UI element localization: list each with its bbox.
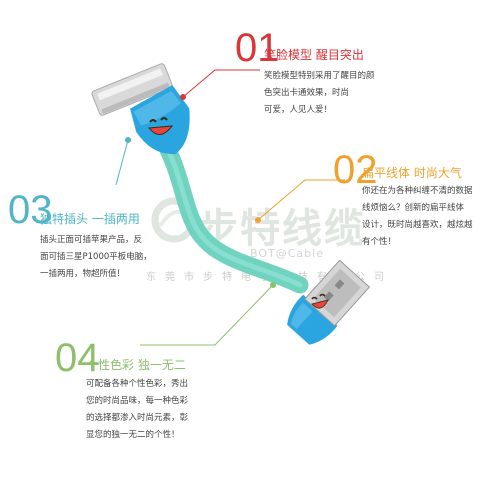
callout-line-03 [115,139,129,186]
feature-01-line: 色突出卡通效果，时尚 [264,88,350,98]
feature-04-title: 个性色彩 独一无二 [86,358,186,372]
feature-02-line: 有个性！ [362,237,397,247]
feature-02-title: 扁平线体 时尚大气 [362,166,462,180]
feature-02-description: 你还在为各种纠缠不清的数据 线烦恼么？创新的扁平线体 设计，既时尚越喜欢，越炫越… [362,183,473,251]
dock-connector [91,63,190,155]
feature-03-line: 面可插三星P1000平板电脑， [40,252,152,262]
feature-04-description: 可配备各种个性色彩，秀出 您的时尚品味，每一种色彩 的选择都渗入时尚元素，彰 显… [86,376,188,444]
feature-04-number: 04 [55,336,100,380]
feature-02-number: 02 [333,148,378,192]
feature-03-line: 插头正面可插苹果产品，反 [40,235,143,245]
feature-02-line: 线烦恼么？创新的扁平线体 [362,203,465,213]
feature-04-line: 显您的独一无二的个性！ [86,430,180,440]
feature-01-title: 笑脸模型 醒目突出 [264,48,364,62]
callout-line-02 [257,179,345,221]
feature-02-line: 设计，既时尚越喜欢，越炫越 [362,220,473,230]
callout-line-04 [140,284,274,346]
feature-03-number: 03 [8,188,53,232]
smiley-face-bottom [311,293,329,309]
feature-01-number: 01 [235,26,280,70]
watermark-logo-text: 步特线缆 [198,206,366,252]
feature-04-line: 可配备各种个性色彩，秀出 [86,379,189,389]
feature-01-line: 笑脸模型特别采用了醒目的颜 [264,71,375,81]
feature-02-line: 你还在为各种纠缠不清的数据 [362,186,473,196]
feature-04-line: 您的时尚品味，每一种色彩 [86,396,189,406]
feature-03-description: 插头正面可插苹果产品，反 面可插三星P1000平板电脑， 一插两用，物超所值！ [40,232,152,283]
smiley-face-top [148,117,174,135]
usb-connector [287,259,371,345]
feature-04-line: 的选择都渗入时尚元素，彰 [86,413,189,423]
feature-01-description: 笑脸模型特别采用了醒目的颜 色突出卡通效果，时尚 可爱，人见人爱！ [264,68,375,119]
callout-line-01 [182,69,260,98]
feature-03-line: 一插两用，物超所值！ [40,269,126,279]
feature-01-line: 可爱，人见人爱！ [264,105,333,115]
feature-03-title: 独特插头 一插两用 [40,212,140,226]
watermark-english: BOT@Cable [250,247,324,260]
